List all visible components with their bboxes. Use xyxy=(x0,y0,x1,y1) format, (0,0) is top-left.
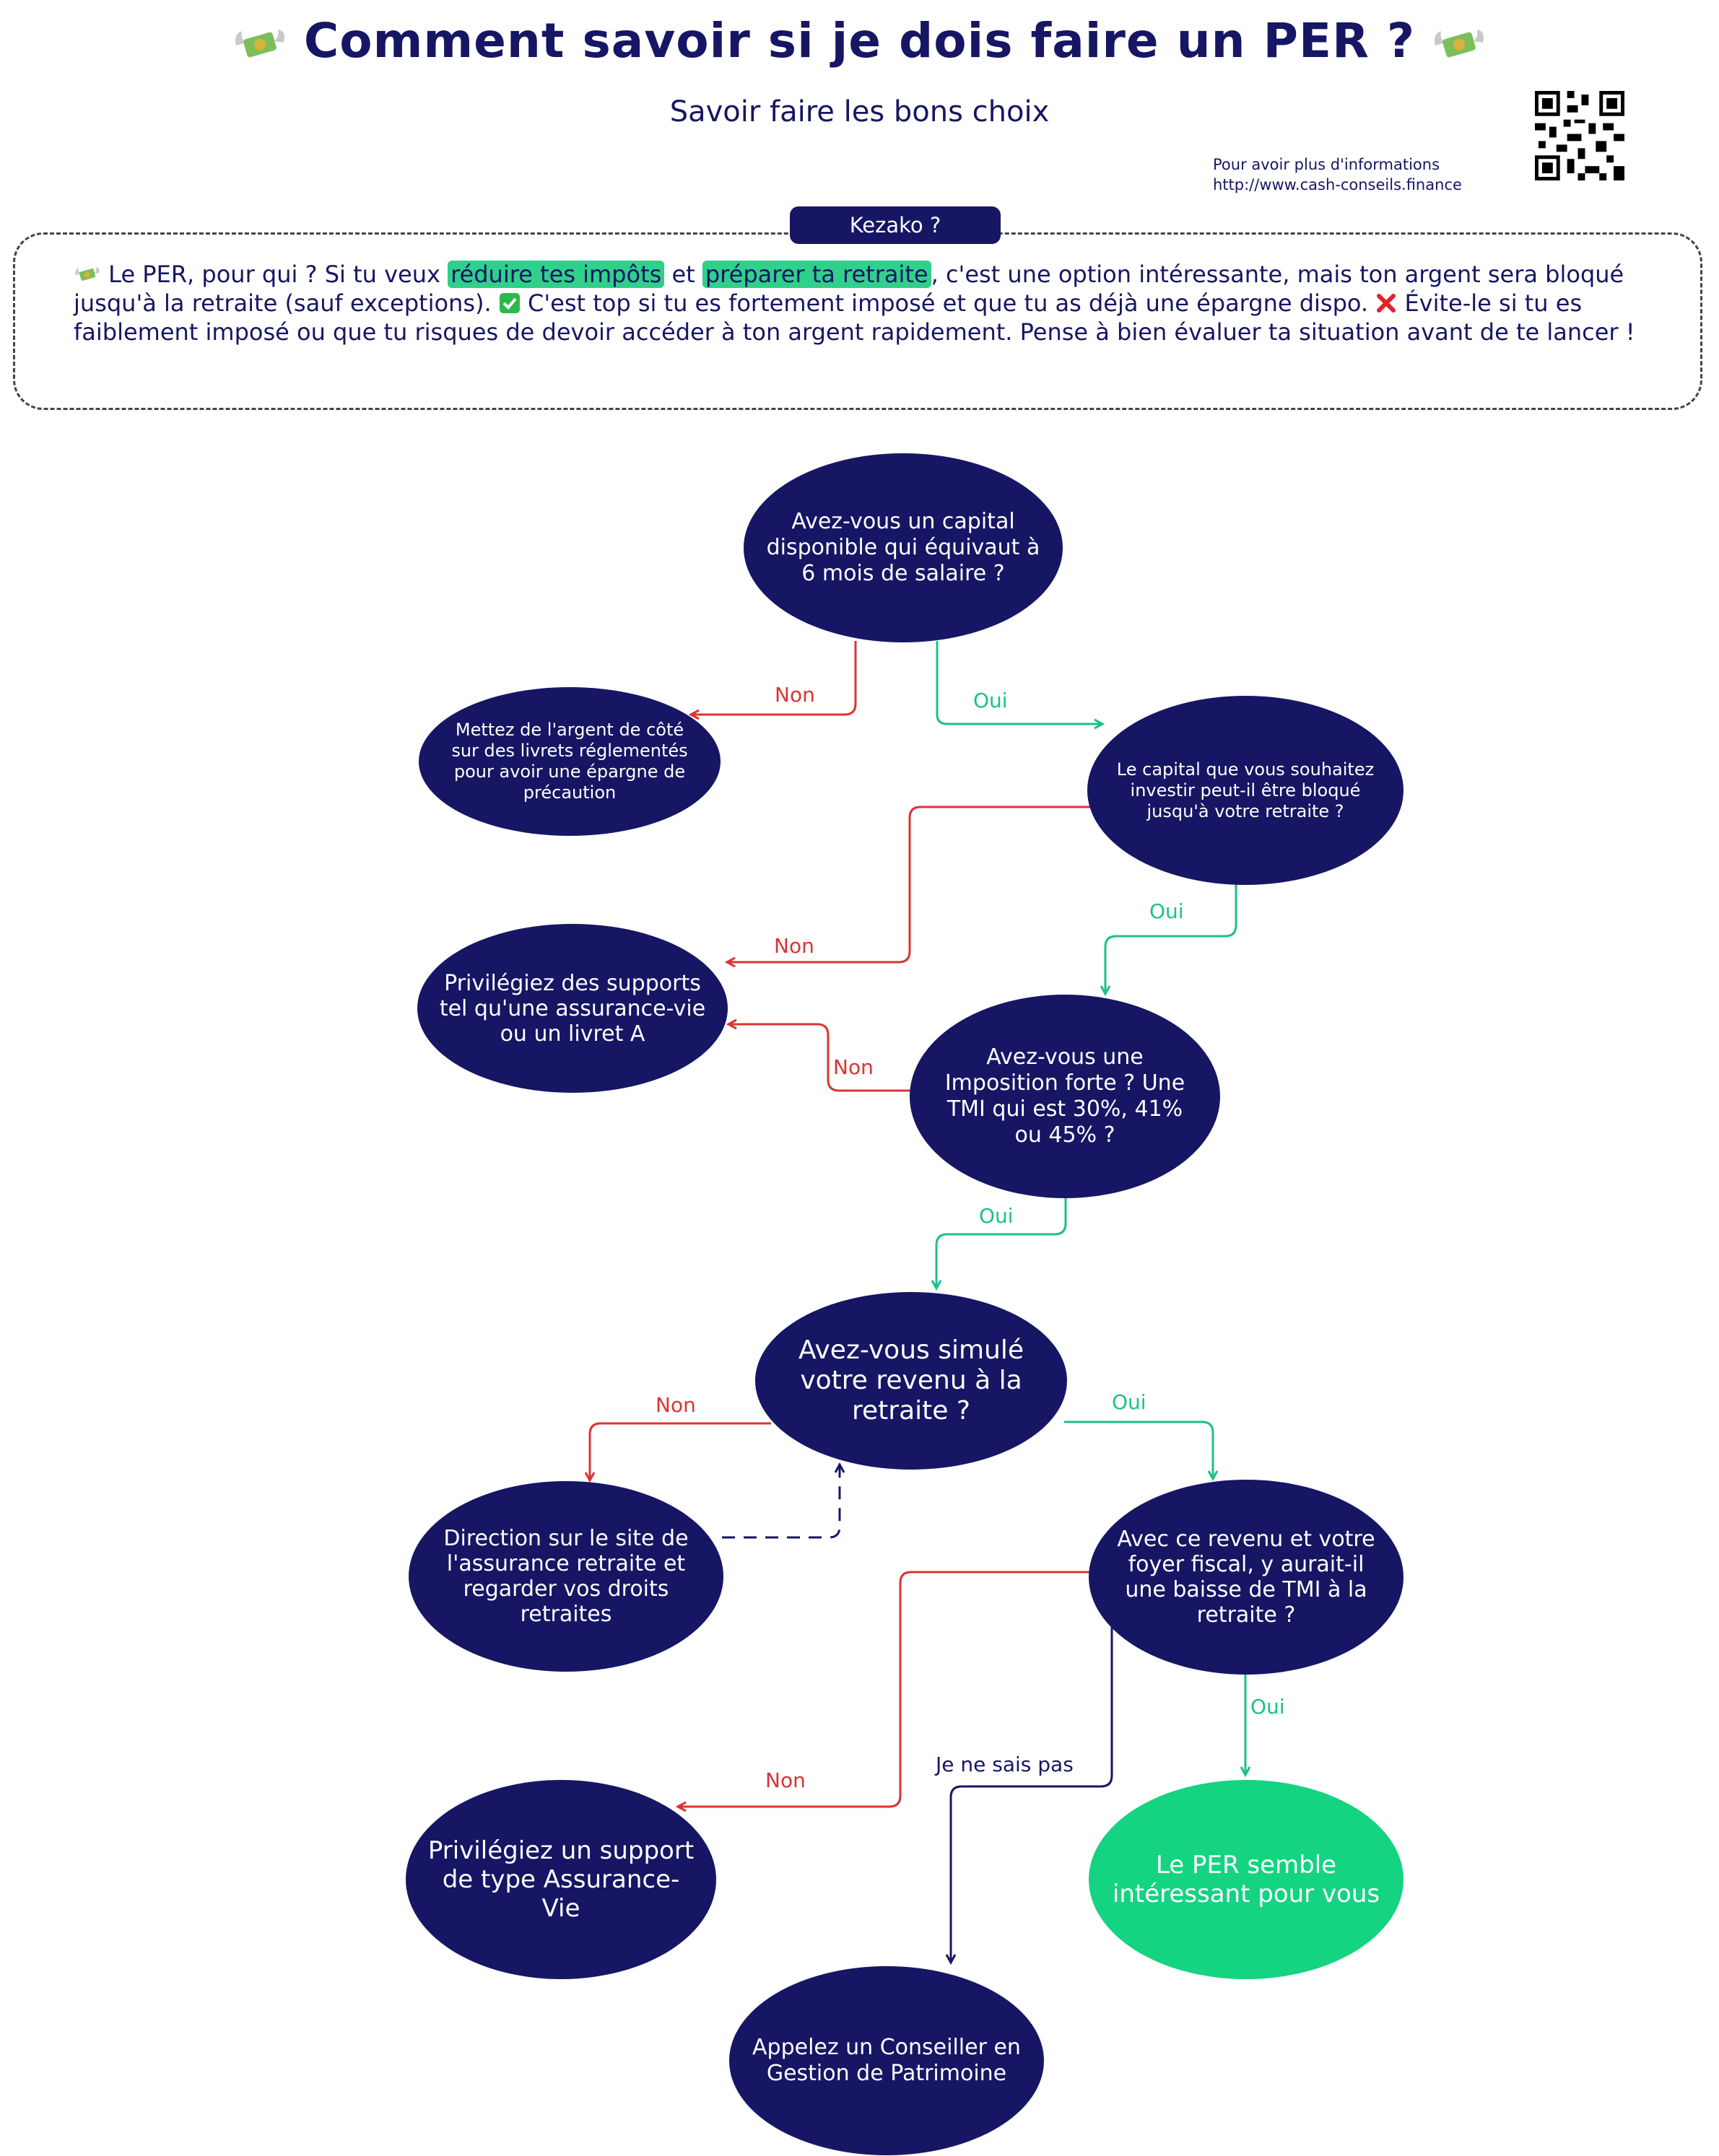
node-livrets-answer: Mettez de l'argent de côté sur des livre… xyxy=(419,687,721,836)
edge-label-yes: Oui xyxy=(1149,899,1184,923)
intro-part2: et xyxy=(664,261,702,288)
edge-bloque-no xyxy=(728,806,1092,962)
intro-highlight-impots: réduire tes impôts xyxy=(448,261,665,288)
edge-baisse-unknown xyxy=(951,1624,1113,1962)
node-supports-answer: Privilégiez des supports tel qu'une assu… xyxy=(417,924,728,1093)
money-with-wings-icon xyxy=(75,267,100,281)
edge-label-no: Non xyxy=(774,934,814,958)
edge-label-no: Non xyxy=(833,1055,874,1079)
node-direction-answer: Direction sur le site de l'assurance ret… xyxy=(409,1481,723,1672)
node-conseiller-answer: Appelez un Conseiller en Gestion de Patr… xyxy=(729,1966,1044,2155)
edge-label-no: Non xyxy=(775,683,815,707)
node-baisse-question: Avec ce revenu et votre foyer fiscal, y … xyxy=(1089,1480,1404,1675)
page-title: Comment savoir si je dois faire un PER ? xyxy=(0,13,1719,69)
node-per-answer: Le PER semble intéressant pour vous xyxy=(1089,1780,1404,1979)
intro-highlight-retraite: préparer ta retraite xyxy=(702,261,931,288)
node-assurance-vie-answer: Privilégiez un support de type Assurance… xyxy=(406,1780,716,1979)
info-link[interactable]: http://www.cash-conseils.finance xyxy=(1213,176,1462,193)
edge-simule-yes xyxy=(1064,1420,1213,1478)
intro-text: Le PER, pour qui ? Si tu veux réduire te… xyxy=(74,260,1698,346)
edge-bloque-yes xyxy=(1105,882,1237,993)
title-text: Comment savoir si je dois faire un PER ? xyxy=(303,13,1416,69)
edge-label-yes: Oui xyxy=(1250,1695,1285,1719)
edge-label-no: Non xyxy=(765,1768,806,1792)
cross-mark-icon xyxy=(1377,294,1396,313)
intro-part5: Évite-le si tu es faiblement imposé ou q… xyxy=(74,289,1635,346)
check-mark-icon xyxy=(499,293,520,313)
edge-simule-no xyxy=(590,1422,771,1480)
kezako-badge: Kezako ? xyxy=(790,206,1001,244)
edge-label-unknown: Je ne sais pas xyxy=(936,1753,1074,1776)
page-subtitle: Savoir faire les bons choix xyxy=(669,95,1050,128)
intro-part3: , c'est une option intéressante, mais to… xyxy=(74,261,1624,317)
edge-label-no: Non xyxy=(656,1393,696,1417)
qr-code-icon[interactable] xyxy=(1535,91,1624,180)
edge-capital-no xyxy=(692,641,857,715)
intro-part4: C'est top si tu es fortement imposé et q… xyxy=(520,289,1376,317)
info-text: Pour avoir plus d'informations xyxy=(1213,156,1440,173)
money-with-wings-icon xyxy=(1435,29,1484,58)
node-capital-question: Avez-vous un capital disponible qui équi… xyxy=(744,453,1063,642)
info-block: Pour avoir plus d'informations http://ww… xyxy=(1213,154,1462,195)
intro-part1: Le PER, pour qui ? Si tu veux xyxy=(108,261,448,288)
edge-label-yes: Oui xyxy=(1112,1390,1146,1414)
edge-capital-yes xyxy=(936,641,1102,724)
node-simule-question: Avez-vous simulé votre revenu à la retra… xyxy=(755,1292,1067,1470)
edge-label-yes: Oui xyxy=(979,1204,1014,1228)
edge-imposition-yes xyxy=(936,1197,1067,1288)
edge-direction-return xyxy=(722,1465,840,1539)
node-imposition-question: Avez-vous une Imposition forte ? Une TMI… xyxy=(910,995,1220,1198)
edge-label-yes: Oui xyxy=(973,689,1008,712)
node-bloque-question: Le capital que vous souhaitez investir p… xyxy=(1087,696,1404,885)
edge-baisse-no xyxy=(679,1571,1092,1807)
money-with-wings-icon xyxy=(235,29,284,58)
edge-imposition-no xyxy=(729,1024,913,1092)
